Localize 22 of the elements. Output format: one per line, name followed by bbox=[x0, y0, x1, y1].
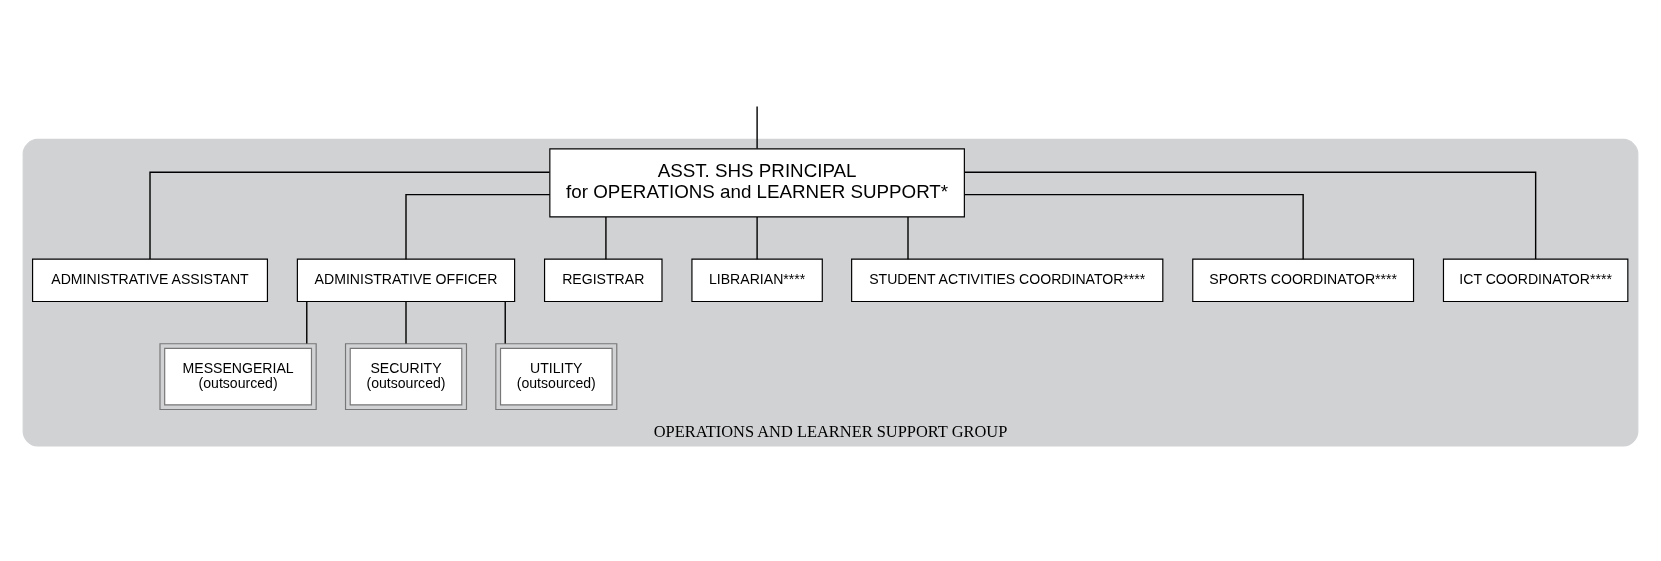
connector bbox=[907, 216, 909, 260]
connector bbox=[756, 216, 758, 260]
node-box: MESSENGERIAL (outsourced) bbox=[159, 343, 317, 411]
connector bbox=[405, 301, 407, 345]
node-box: ADMINISTRATIVE ASSISTANT bbox=[32, 258, 268, 303]
node-box: LIBRARIAN**** bbox=[691, 258, 823, 303]
node-box: UTILITY (outsourced) bbox=[495, 343, 618, 411]
connector bbox=[964, 193, 1304, 260]
connector bbox=[405, 193, 551, 260]
node-box: ICT COORDINATOR**** bbox=[1442, 258, 1629, 303]
connector bbox=[964, 171, 1537, 260]
node-box: REGISTRAR bbox=[543, 258, 663, 303]
connector bbox=[306, 301, 308, 345]
node-box: SPORTS COORDINATOR**** bbox=[1192, 258, 1415, 303]
node-box: ASST. SHS PRINCIPAL for OPERATIONS and LEARNER SUPPORT* bbox=[549, 148, 965, 218]
connector bbox=[605, 216, 607, 260]
connector bbox=[756, 105, 758, 150]
connector bbox=[504, 301, 506, 345]
connector bbox=[149, 171, 551, 260]
node-box: SECURITY (outsourced) bbox=[344, 343, 468, 411]
node-box: STUDENT ACTIVITIES COORDINATOR**** bbox=[851, 258, 1164, 303]
node-box: ADMINISTRATIVE OFFICER bbox=[296, 258, 516, 303]
